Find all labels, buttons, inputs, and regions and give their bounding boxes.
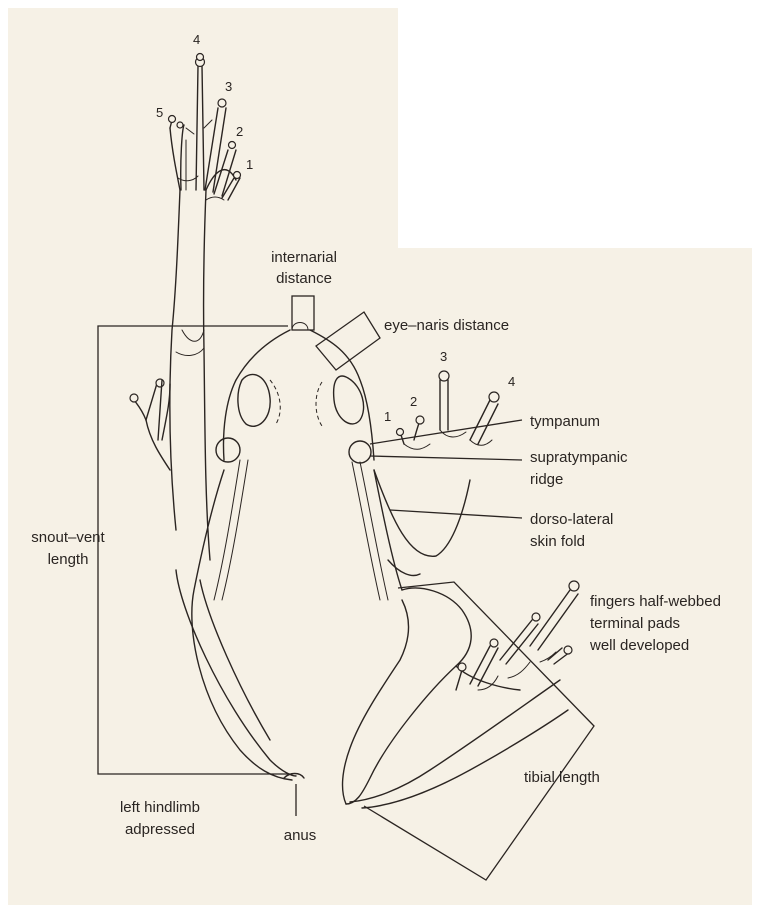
fingers-label: fingers half-webbed: [590, 593, 721, 610]
toe-number-4: 4: [193, 32, 200, 47]
snout-vent-label-2: length: [48, 551, 89, 568]
finger-number-2: 2: [410, 394, 417, 409]
toe-number-3: 3: [225, 79, 232, 94]
supratympanic-label: supratympanic: [530, 449, 628, 466]
tympanum-label: tympanum: [530, 413, 600, 430]
finger-number-1: 1: [384, 409, 391, 424]
internarial-label-2: distance: [276, 270, 332, 287]
dorsolateral-label: dorso-lateral: [530, 511, 613, 528]
anus-label: anus: [284, 827, 317, 844]
finger-number-4: 4: [508, 374, 515, 389]
finger-number-3: 3: [440, 349, 447, 364]
dorsolateral-label-2: skin fold: [530, 533, 585, 550]
fingers-label-3: well developed: [589, 637, 689, 654]
tibial-length-label: tibial length: [524, 769, 600, 786]
supratympanic-label-2: ridge: [530, 471, 563, 488]
hindlimb-label: left hindlimb: [120, 799, 200, 816]
fingers-label-2: terminal pads: [590, 615, 680, 632]
snout-vent-label: snout–vent: [31, 529, 105, 546]
toe-number-5: 5: [156, 105, 163, 120]
toe-number-1: 1: [246, 157, 253, 172]
toe-number-2: 2: [236, 124, 243, 139]
hindlimb-label-2: adpressed: [125, 821, 195, 838]
eye-naris-label: eye–naris distance: [384, 317, 509, 334]
internarial-label: internarial: [271, 249, 337, 266]
